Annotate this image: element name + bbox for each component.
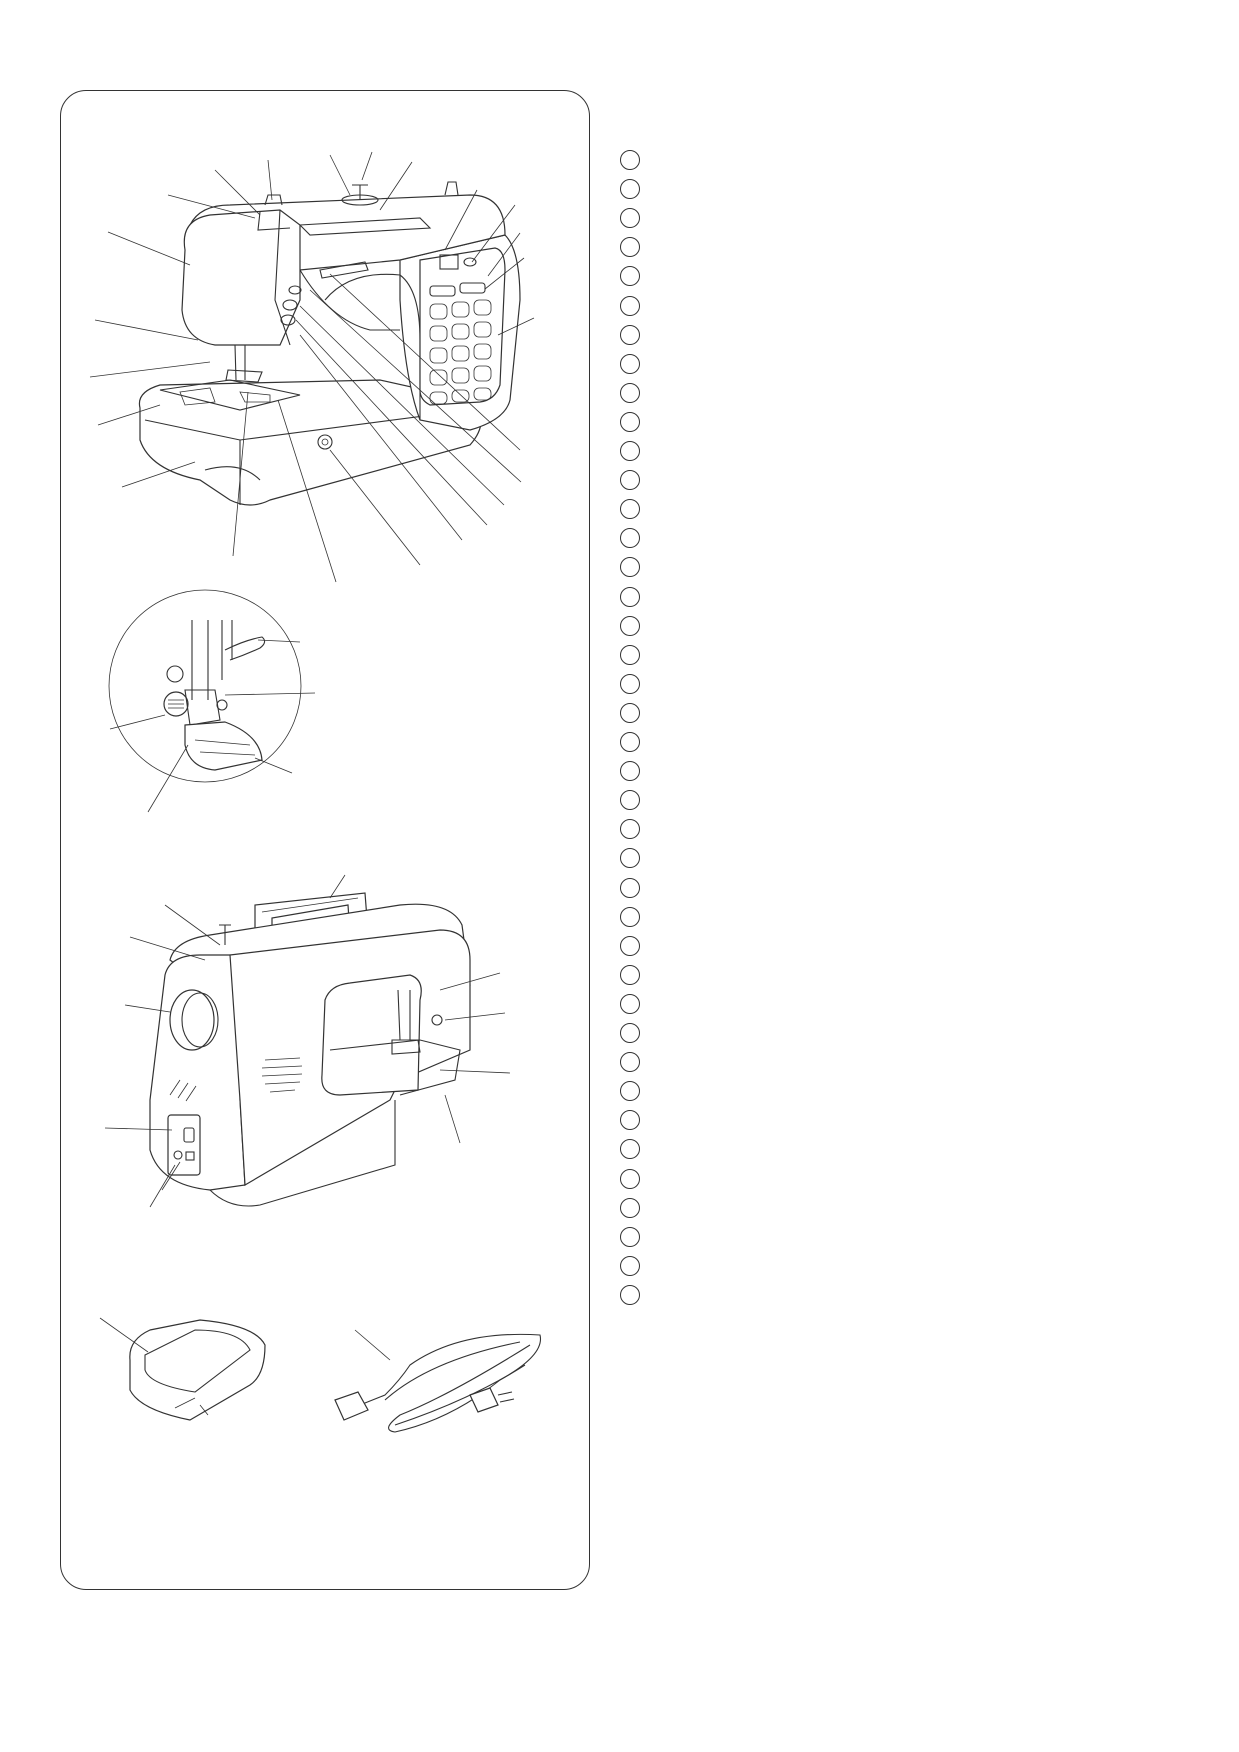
reference-marker-circle: [620, 819, 640, 840]
foot-control-pedal-icon: [99, 1317, 266, 1421]
reference-marker-circle: [620, 1284, 640, 1305]
reference-marker-circle: [620, 906, 640, 927]
reference-marker-circle: [620, 848, 640, 869]
sewing-machine-rear-view-icon: [104, 874, 511, 1208]
reference-marker-circle: [620, 150, 640, 170]
reference-marker-circle: [620, 993, 640, 1014]
reference-marker-circle: [620, 1226, 640, 1247]
reference-marker-circle: [620, 586, 640, 607]
reference-marker-circle: [620, 615, 640, 636]
reference-marker-circle: [620, 1197, 640, 1218]
reference-marker-circle: [620, 673, 640, 694]
power-supply-cord-icon: [334, 1329, 542, 1433]
reference-marker-circle: [620, 877, 640, 898]
reference-marker-circle: [620, 1110, 640, 1131]
reference-marker-circle: [620, 411, 640, 432]
reference-marker-circle: [620, 790, 640, 811]
reference-marker-circle: [620, 179, 640, 200]
reference-marker-circle: [620, 1081, 640, 1102]
reference-marker-circle: [620, 732, 640, 752]
reference-marker-circle: [620, 1052, 640, 1073]
reference-marker-circle: [620, 208, 640, 229]
reference-marker-circle: [620, 644, 640, 665]
reference-marker-circle: [620, 353, 640, 374]
reference-marker-circle: [620, 499, 640, 520]
reference-marker-circle: [620, 266, 640, 287]
reference-marker-circle: [620, 702, 640, 723]
reference-marker-circle: [620, 295, 640, 316]
reference-marker-circle: [620, 761, 640, 782]
reference-marker-circle: [620, 528, 640, 549]
reference-marker-circle: [620, 470, 640, 491]
presser-foot-closeup-icon: [108, 589, 316, 813]
reference-marker-circle: [620, 557, 640, 578]
reference-marker-circle: [620, 441, 640, 461]
reference-marker-circle: [620, 1168, 640, 1189]
reference-marker-circle: [620, 237, 640, 258]
reference-marker-circle: [620, 935, 640, 956]
reference-marker-circle: [620, 964, 640, 985]
reference-marker-circle: [620, 1139, 640, 1160]
reference-marker-circle: [620, 324, 640, 345]
reference-marker-circle: [620, 1023, 640, 1043]
sewing-machine-front-view-icon: [89, 151, 535, 583]
reference-marker-circle: [620, 1255, 640, 1276]
reference-marker-circle: [620, 382, 640, 403]
